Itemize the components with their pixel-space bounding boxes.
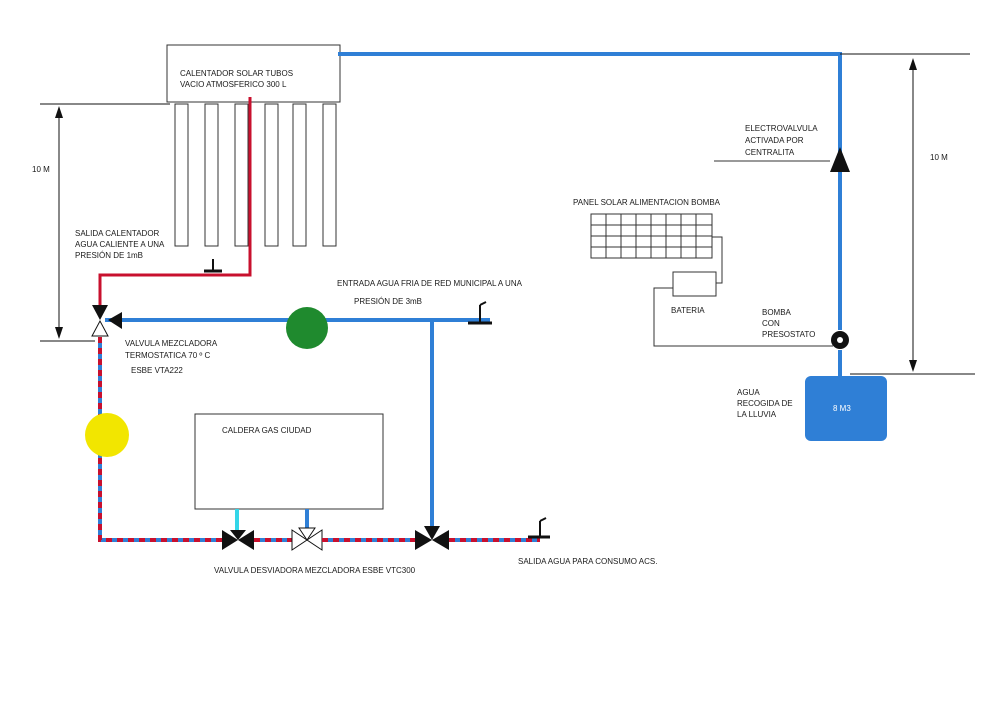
- rain-label-1: AGUA: [737, 388, 760, 397]
- battery: [672, 271, 717, 297]
- solenoid-valve-icon: [830, 147, 850, 172]
- gas-boiler: [194, 413, 384, 510]
- inlet-tap: [468, 301, 492, 325]
- solar-heater: CALENTADOR SOLAR TUBOS VACIO ATMOSFERICO…: [166, 44, 341, 247]
- water-meter: [286, 307, 328, 349]
- diverter-valve-3: [415, 526, 449, 550]
- diverter-valve-1: [222, 530, 254, 550]
- boiler-label: CALDERA GAS CIUDAD: [222, 426, 312, 435]
- panel-battery-wire: [712, 236, 723, 284]
- dimension-label-right: 10 M: [930, 153, 948, 162]
- height-dimension-right: 10 M: [840, 53, 975, 375]
- mixing-valve-label-3: ESBE VTA222: [131, 366, 183, 375]
- outlet-label-1: SALIDA CALENTADOR: [75, 229, 160, 238]
- arrowhead-icon: [909, 360, 917, 372]
- tank-capacity-label: 8 M3: [833, 404, 851, 413]
- acs-tap: [528, 517, 550, 539]
- rain-label-3: LA LLUVIA: [737, 410, 777, 419]
- solar-panel-label: PANEL SOLAR ALIMENTACION BOMBA: [573, 198, 721, 207]
- pump-label-2: CON: [762, 319, 780, 328]
- rainwater-tank: [805, 376, 887, 441]
- vacuum-tube: [234, 103, 249, 247]
- inlet-label-1: ENTRADA AGUA FRIA DE RED MUNICIPAL A UNA: [337, 279, 523, 288]
- dimension-label-left: 10 M: [32, 165, 50, 174]
- arrowhead-icon: [55, 327, 63, 339]
- outlet-tap: [204, 259, 222, 273]
- solenoid-label-1: ELECTROVALVULA: [745, 124, 818, 133]
- arrowhead-icon: [55, 106, 63, 118]
- solar-heater-tank: [166, 44, 341, 103]
- height-dimension-left: 10 M: [32, 103, 170, 342]
- vacuum-tube: [174, 103, 189, 247]
- acs-outlet-label: SALIDA AGUA PARA CONSUMO ACS.: [518, 557, 657, 566]
- vacuum-tube: [204, 103, 219, 247]
- battery-label: BATERIA: [671, 306, 705, 315]
- vacuum-tube: [264, 103, 279, 247]
- battery-pump-wire: [653, 287, 833, 347]
- arrowhead-icon: [909, 58, 917, 70]
- solenoid-label-2: ACTIVADA POR: [745, 136, 804, 145]
- pump-label-1: BOMBA: [762, 308, 792, 317]
- mixed-water-pipe-hot-stripe: [98, 337, 226, 542]
- vacuum-tube: [292, 103, 307, 247]
- outlet-label-2: AGUA CALIENTE A UNA: [75, 240, 165, 249]
- diverter-valve-label: VALVULA DESVIADORA MEZCLADORA ESBE VTC30…: [214, 566, 416, 575]
- solar-heater-label-1: CALENTADOR SOLAR TUBOS: [180, 69, 293, 78]
- vacuum-tube: [322, 103, 337, 247]
- thermostatic-mixing-valve: [91, 305, 122, 337]
- rainwater-supply-pipe: [338, 52, 842, 330]
- solar-heater-label-2: VACIO ATMOSFERICO 300 L: [180, 80, 287, 89]
- solenoid-label-3: CENTRALITA: [745, 148, 795, 157]
- outlet-label-3: PRESIÓN DE 1mB: [75, 251, 143, 260]
- hot-water-pipe: [98, 97, 252, 305]
- vacuum-tubes: [174, 103, 337, 247]
- solar-panel: [590, 213, 713, 259]
- rain-label-2: RECOGIDA DE: [737, 399, 793, 408]
- pump-icon-center: [837, 337, 843, 343]
- pump-label-3: PRESOSTATO: [762, 330, 815, 339]
- inlet-label-2: PRESIÓN DE 3mB: [354, 297, 422, 306]
- temperature-sensor: [85, 413, 129, 457]
- diverter-valve-2: [291, 527, 323, 551]
- mixing-valve-label-2: TERMOSTATICA 70 º C: [125, 351, 211, 360]
- mixing-valve-label-1: VALVULA MEZCLADORA: [125, 339, 218, 348]
